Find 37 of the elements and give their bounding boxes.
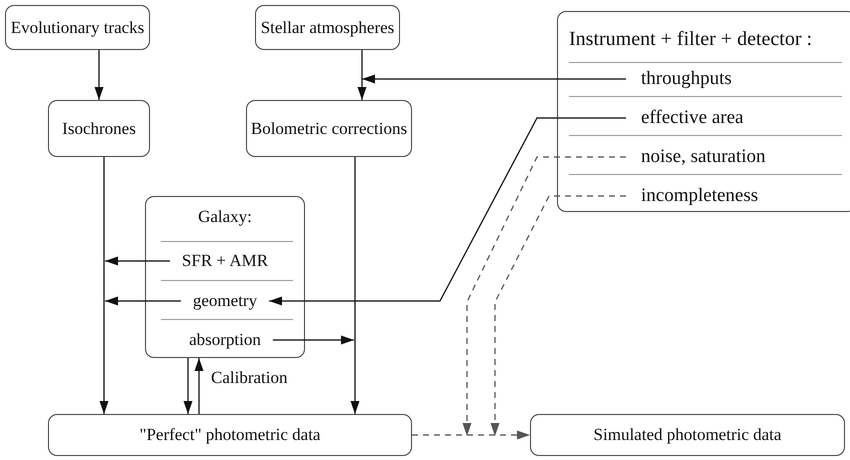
arrow xyxy=(269,117,626,306)
arrow xyxy=(105,296,181,306)
arrow xyxy=(358,50,366,100)
group-box xyxy=(557,11,850,212)
process-box xyxy=(48,414,412,456)
list-item-text: geometry xyxy=(180,289,270,313)
list-item-text: effective area xyxy=(626,106,752,130)
box-label: Simulated photometric data xyxy=(594,424,782,446)
dashed-arrow xyxy=(412,430,530,440)
arrow xyxy=(105,256,170,266)
group-heading: Galaxy: xyxy=(197,206,253,228)
process-box xyxy=(48,100,150,157)
list-item-text: incompleteness xyxy=(626,184,766,208)
list-item-text: absorption xyxy=(177,328,273,352)
process-box xyxy=(246,100,412,157)
list-item-text: noise, saturation xyxy=(626,145,774,169)
box-label: Bolometric corrections xyxy=(250,118,408,140)
arrow xyxy=(272,336,354,344)
box-label: Evolutionary tracks xyxy=(10,16,144,39)
arrow xyxy=(100,157,108,414)
group-heading: Instrument + filter + detector : xyxy=(569,28,812,50)
group-box xyxy=(145,196,305,358)
arrow xyxy=(184,358,192,414)
process-box xyxy=(255,5,400,50)
list-item-text: throughputs xyxy=(626,67,740,91)
arrow xyxy=(194,358,204,414)
dashed-arrow xyxy=(490,195,626,436)
box-label: Stellar atmospheres xyxy=(260,16,394,39)
arrow xyxy=(94,50,104,100)
list-item-text: SFR + AMR xyxy=(170,249,280,273)
box-label: Isochrones xyxy=(62,118,136,140)
dashed-arrow xyxy=(462,156,626,436)
arrow xyxy=(362,74,626,84)
process-box xyxy=(530,414,845,456)
process-box xyxy=(5,5,150,50)
box-label: "Perfect" photometric data xyxy=(140,424,320,446)
arrow xyxy=(350,157,360,414)
